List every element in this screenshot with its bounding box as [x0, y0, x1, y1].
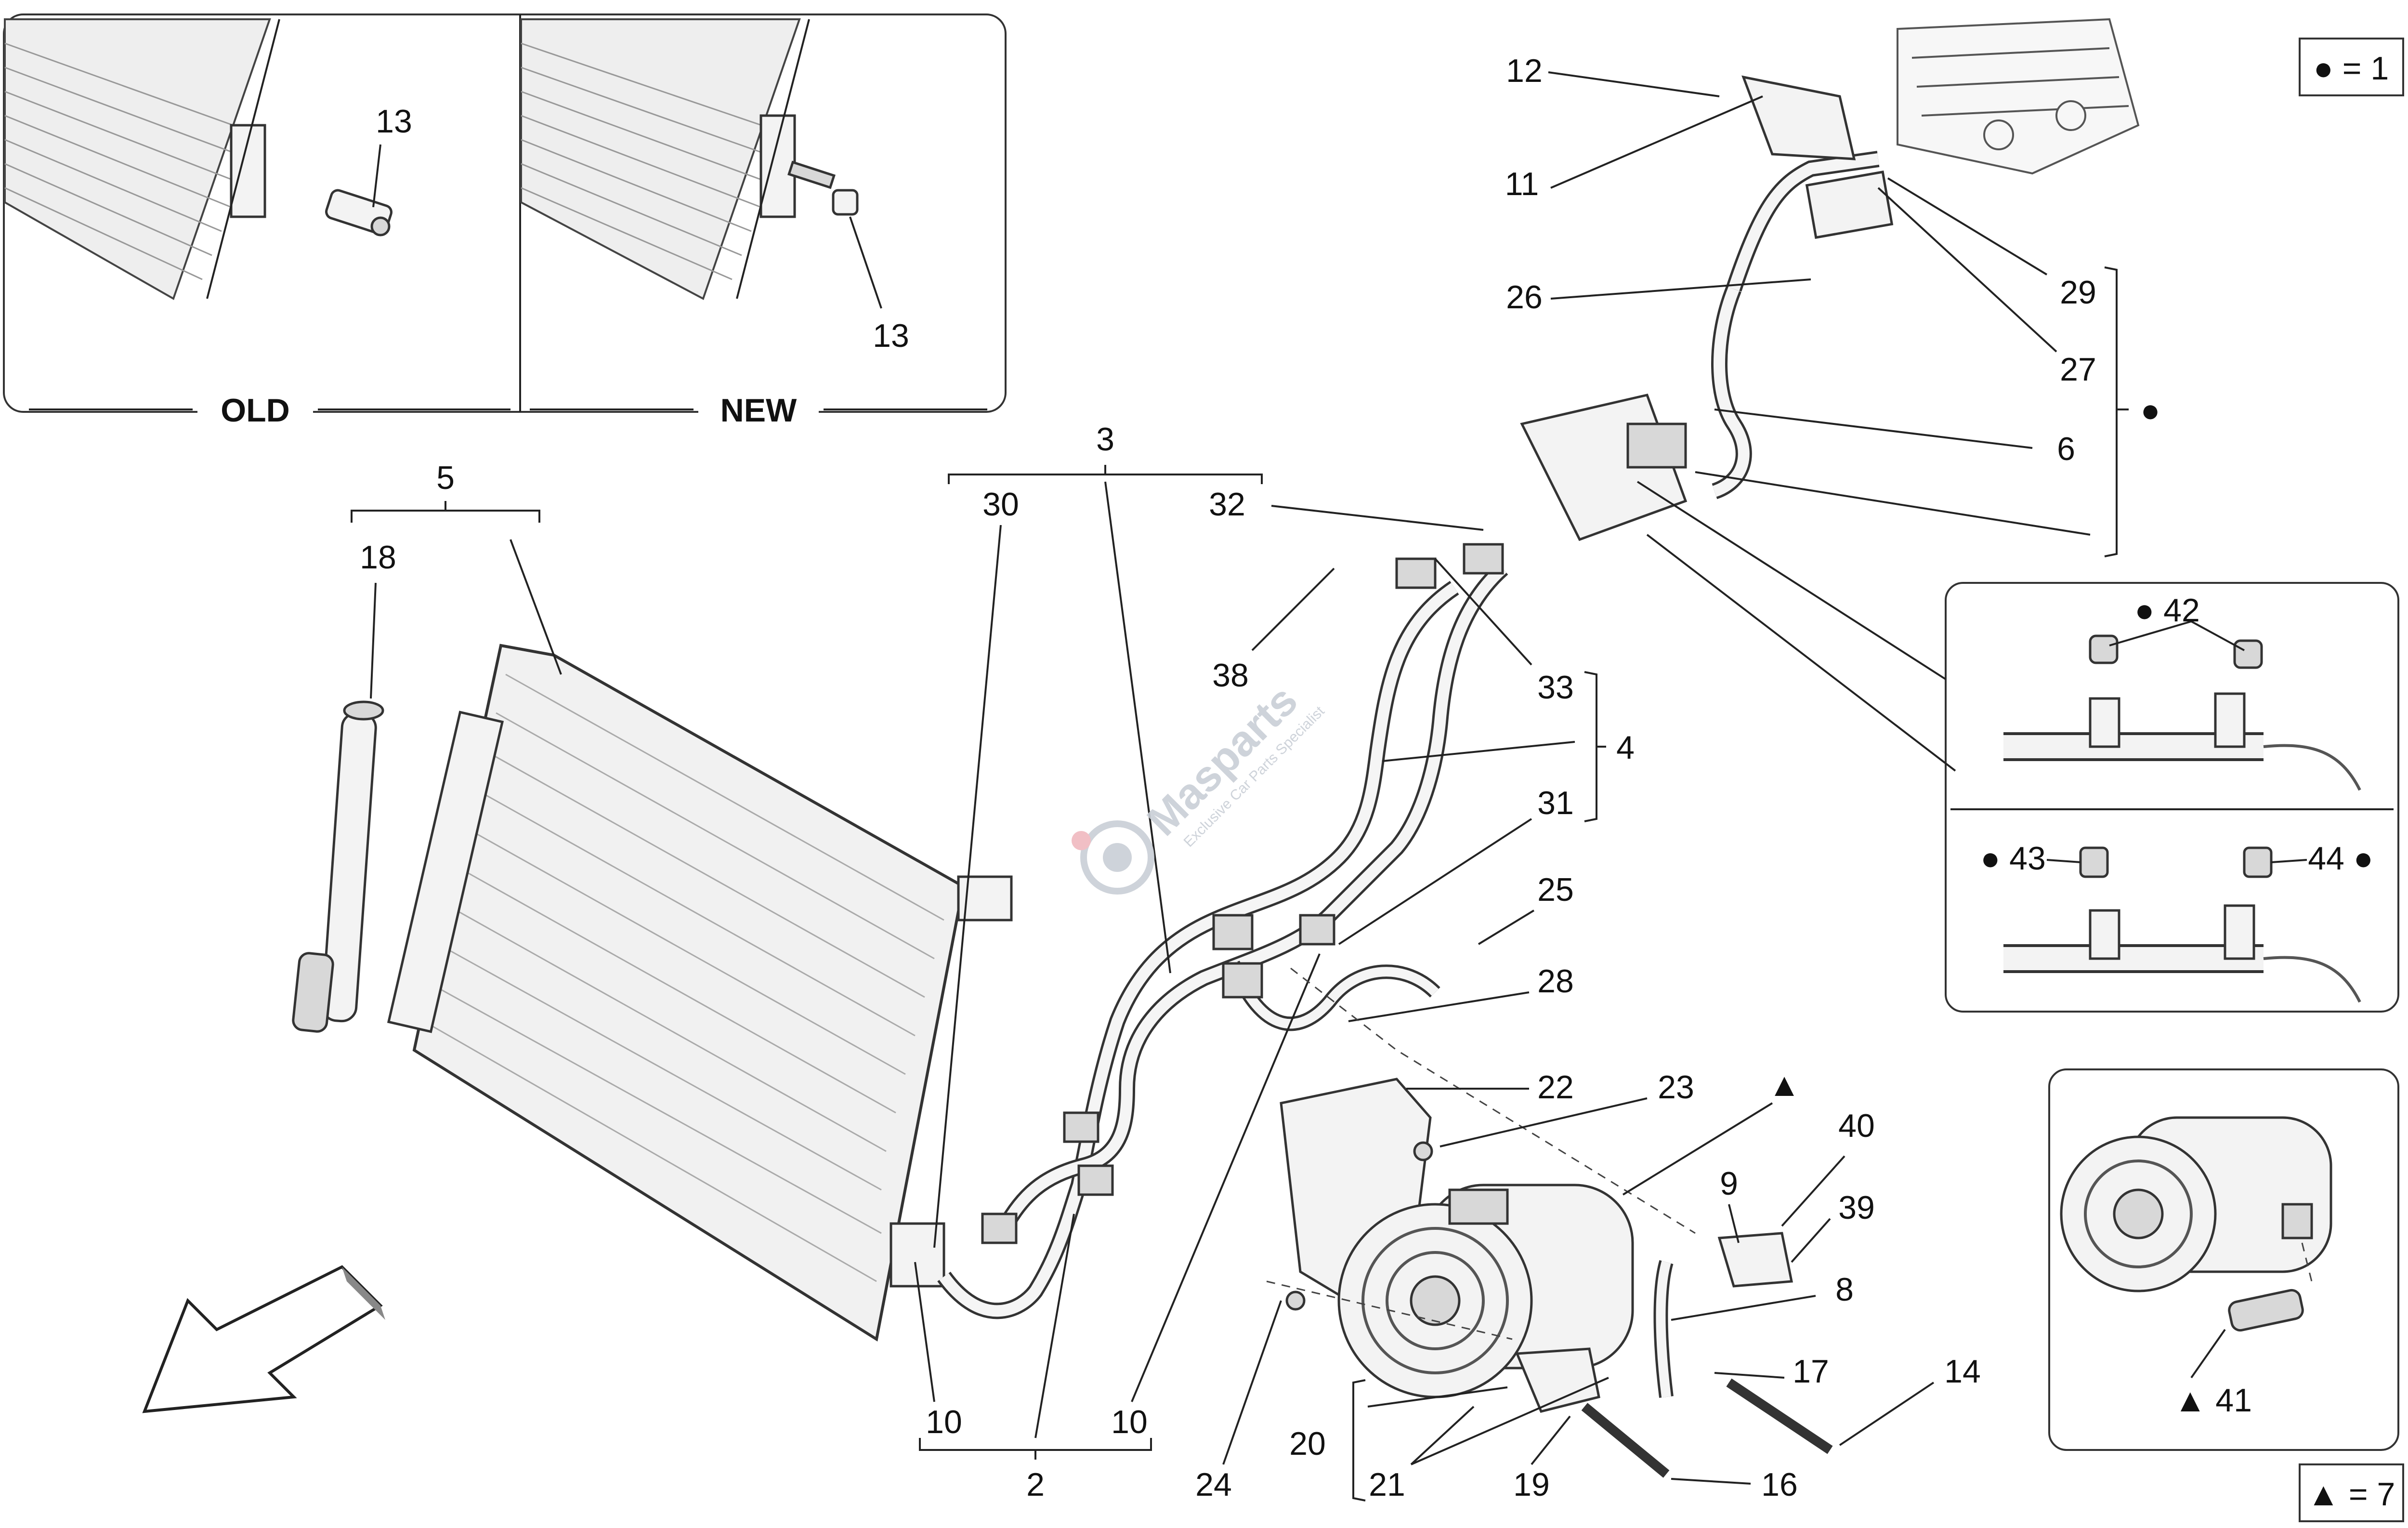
callout-14: 14	[1944, 1353, 1981, 1390]
callout-22: 22	[1537, 1069, 1574, 1106]
condenser-assembly	[292, 644, 1013, 1342]
expansion-valve-assembly	[1520, 18, 2140, 541]
callout-38: 38	[1212, 657, 1249, 694]
new-label: NEW	[720, 392, 797, 429]
callout-23: 23	[1658, 1069, 1694, 1106]
callout-42: ● 42	[2134, 592, 2200, 629]
callout-16: 16	[1761, 1466, 1798, 1503]
triangle-mark: ▲	[1768, 1067, 1800, 1103]
callout-18: 18	[360, 539, 396, 576]
callout-12: 12	[1506, 53, 1543, 89]
callout-6: 6	[2057, 431, 2075, 467]
callout-21: 21	[1369, 1466, 1405, 1503]
watermark: Masparts Exclusive Car Parts Specialist	[1072, 676, 1328, 895]
callout-17: 17	[1793, 1353, 1829, 1390]
callout-43: ● 43	[1980, 840, 2046, 877]
fitting-detail-inset: ● 42 ● 43 44 ●	[1945, 582, 2399, 1013]
callout-27: 27	[2060, 351, 2096, 388]
callout-20: 20	[1289, 1425, 1326, 1462]
ac-hoses	[937, 543, 1508, 1319]
callout-25: 25	[1537, 871, 1574, 908]
callout-13-old: 13	[376, 103, 412, 140]
compressor-sensor-inset: ▲ 41	[2048, 1068, 2399, 1451]
legend-triangle: ▲ = 7	[2299, 1463, 2404, 1522]
front-direction-arrow-icon	[142, 1265, 385, 1413]
callout-4: 4	[1616, 729, 1635, 766]
callout-39: 39	[1838, 1189, 1875, 1226]
callout-44: 44 ●	[2308, 840, 2373, 877]
callout-5: 5	[436, 460, 455, 496]
callout-2: 2	[1026, 1466, 1045, 1503]
callout-28: 28	[1537, 963, 1574, 1000]
legend-dot-text: ● = 1	[2314, 50, 2389, 87]
legend-dot: ● = 1	[2299, 38, 2404, 96]
callout-26: 26	[1506, 279, 1543, 316]
callout-19: 19	[1513, 1466, 1550, 1503]
callout-33: 33	[1537, 669, 1574, 706]
bracket-dot: ●	[2140, 392, 2160, 429]
callout-40: 40	[1838, 1107, 1875, 1144]
callout-8: 8	[1835, 1271, 1854, 1308]
callout-31: 31	[1537, 785, 1574, 821]
old-new-inset: 13 13 OLD NEW	[3, 13, 1007, 429]
new-radiator-detail	[520, 18, 859, 300]
callout-10-right: 10	[1111, 1404, 1148, 1440]
watermark-brand: Masparts	[1138, 676, 1307, 845]
callout-41: ▲ 41	[2174, 1382, 2252, 1419]
legend-triangle-text: ▲ = 7	[2307, 1476, 2395, 1513]
callout-3: 3	[1096, 421, 1114, 458]
callout-24: 24	[1195, 1466, 1232, 1503]
callout-30: 30	[982, 486, 1019, 523]
ac-compressor	[1280, 1078, 1833, 1478]
callout-32: 32	[1209, 486, 1245, 523]
callout-13-new: 13	[873, 317, 909, 354]
callout-11: 11	[1505, 166, 1539, 202]
callout-9: 9	[1720, 1165, 1738, 1202]
callout-10-left: 10	[926, 1404, 962, 1440]
old-radiator-detail	[4, 18, 393, 300]
callout-29: 29	[2060, 274, 2096, 311]
old-label: OLD	[221, 392, 290, 429]
